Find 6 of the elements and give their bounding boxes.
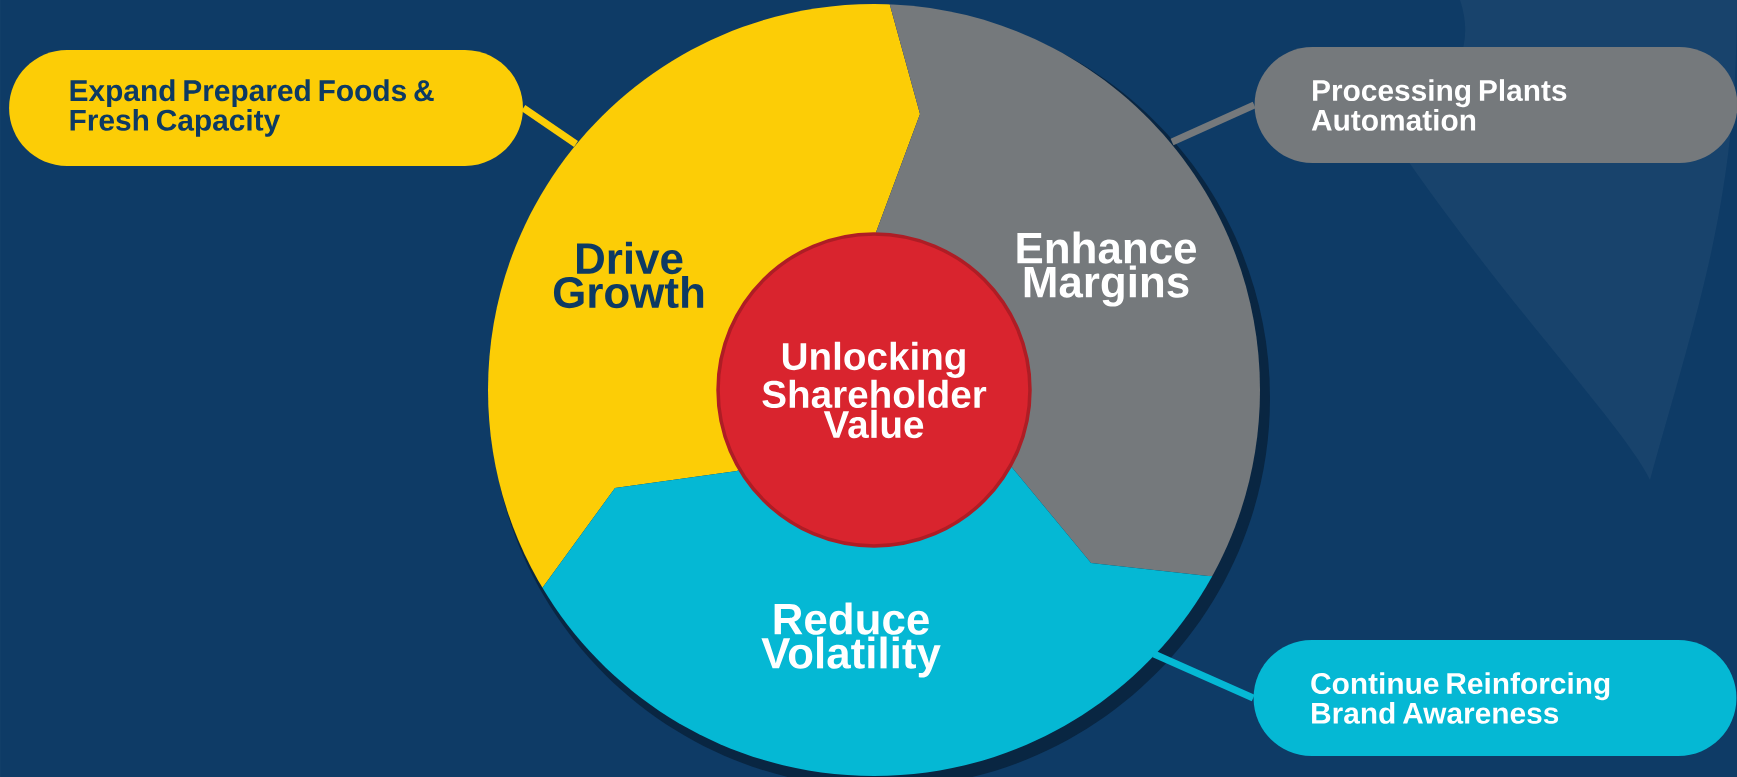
connector-line xyxy=(1152,650,1255,702)
connector-line xyxy=(1170,101,1256,146)
connector-line xyxy=(521,105,578,147)
pill-box: Processing Plants Automation xyxy=(1254,47,1737,163)
pill-box: Continue Reinforcing Brand Awareness xyxy=(1253,640,1737,756)
pill-box: Expand Prepared Foods & Fresh Capacity xyxy=(9,50,523,166)
